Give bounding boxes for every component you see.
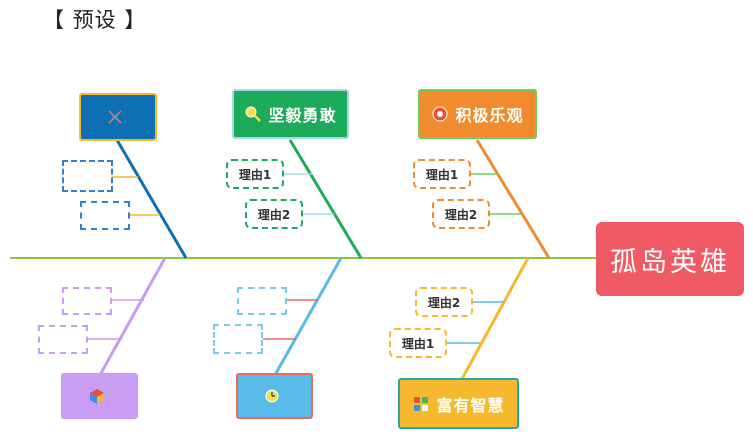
reason-box-6-2[interactable]: 理由1 <box>389 328 447 358</box>
cube-icon <box>88 387 106 405</box>
topic-label-6: 富有智慧 <box>436 395 505 415</box>
reason-box-3-2[interactable]: 理由2 <box>432 199 490 229</box>
branch-line-4 <box>98 257 167 376</box>
topic-label-2: 坚毅勇敢 <box>268 106 337 125</box>
topic-node-6[interactable]: 富有智慧 <box>398 378 519 429</box>
empty-subtopic-4-2[interactable] <box>38 325 88 354</box>
grid-icon <box>412 395 430 413</box>
topic-node-4[interactable] <box>61 373 138 419</box>
clock-icon <box>263 387 281 405</box>
topic-label-3: 积极乐观 <box>455 106 524 125</box>
branch-line-6 <box>460 257 530 380</box>
empty-subtopic-1-2[interactable] <box>80 201 130 230</box>
preset-label: 【 预设 】 <box>43 8 147 32</box>
topic-node-2[interactable]: 坚毅勇敢 <box>232 89 349 139</box>
satellite-icon <box>106 108 124 126</box>
branch-line-1 <box>115 139 188 259</box>
branch-line-5 <box>273 257 343 376</box>
reason-box-3-1[interactable]: 理由1 <box>413 159 471 189</box>
empty-subtopic-5-1[interactable] <box>237 287 287 315</box>
central-topic[interactable]: 孤岛英雄 <box>596 222 744 296</box>
topic-node-5[interactable] <box>236 373 313 419</box>
reason-box-2-1[interactable]: 理由1 <box>226 159 284 189</box>
empty-subtopic-4-1[interactable] <box>62 287 112 315</box>
reason-box-2-2[interactable]: 理由2 <box>245 199 303 229</box>
branch-line-2 <box>288 139 363 259</box>
empty-subtopic-1-1[interactable] <box>62 160 113 192</box>
branch-line-3 <box>475 139 551 259</box>
topic-node-3[interactable]: 积极乐观 <box>418 89 537 139</box>
topic-node-1[interactable] <box>79 93 157 141</box>
reason-box-6-1[interactable]: 理由2 <box>415 287 473 317</box>
empty-subtopic-5-2[interactable] <box>213 324 263 354</box>
target-icon <box>431 105 449 123</box>
magnifier-icon <box>244 105 262 123</box>
